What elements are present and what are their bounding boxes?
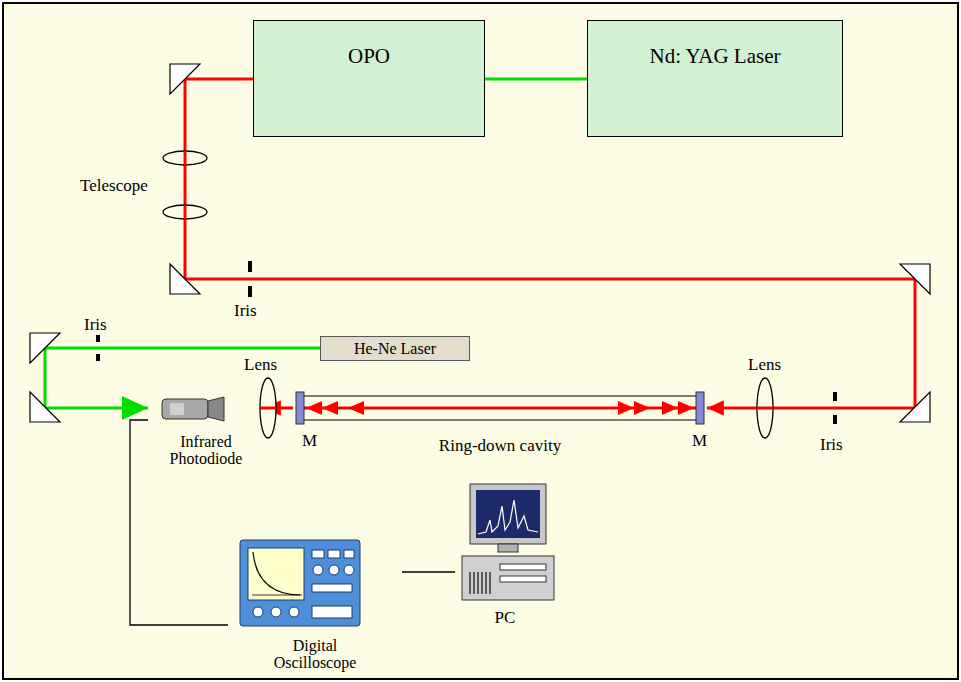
cavity-part: Ring-down cavity bbox=[293, 390, 707, 460]
irises bbox=[98, 261, 835, 424]
connector-line bbox=[485, 78, 587, 81]
node-text: Digital Oscilloscope bbox=[260, 637, 370, 672]
laser-box: He-Ne Laser bbox=[320, 336, 470, 361]
arrow-head bbox=[122, 396, 148, 420]
beam-connector bbox=[45, 348, 320, 420]
part-label: Lens bbox=[748, 356, 781, 375]
laser-box: OPO bbox=[253, 20, 485, 137]
instrument-part: Digital Oscilloscope bbox=[228, 536, 402, 674]
connector-line bbox=[402, 571, 455, 572]
part-label: Iris bbox=[84, 316, 107, 335]
computer-symbol bbox=[462, 484, 554, 600]
photodiode-symbol bbox=[162, 397, 224, 421]
arrow-head bbox=[707, 400, 724, 416]
node-text: Infrared Photodiode bbox=[160, 433, 252, 468]
beam-connector bbox=[402, 572, 455, 573]
mirror-label: M bbox=[302, 432, 317, 451]
node-text: OPO bbox=[348, 45, 390, 68]
node-text: He-Ne Laser bbox=[354, 340, 436, 358]
laser-box: Nd: YAG Laser bbox=[587, 20, 843, 137]
lenses bbox=[163, 151, 773, 438]
computer-part: PC bbox=[455, 482, 555, 632]
beam-connector bbox=[485, 79, 587, 80]
mirror-label: M bbox=[692, 432, 707, 451]
part-label: Iris bbox=[234, 302, 257, 321]
node-text: Nd: YAG Laser bbox=[649, 45, 780, 68]
part-label: Iris bbox=[820, 436, 843, 455]
node-text: Ring-down cavity bbox=[439, 437, 561, 456]
oscilloscope-symbol bbox=[240, 540, 360, 626]
part-label: Lens bbox=[244, 356, 277, 375]
node-text: PC bbox=[495, 609, 516, 628]
detector-part: Infrared Photodiode bbox=[148, 396, 264, 470]
cavity bbox=[296, 392, 704, 424]
part-label: Telescope bbox=[80, 177, 148, 196]
